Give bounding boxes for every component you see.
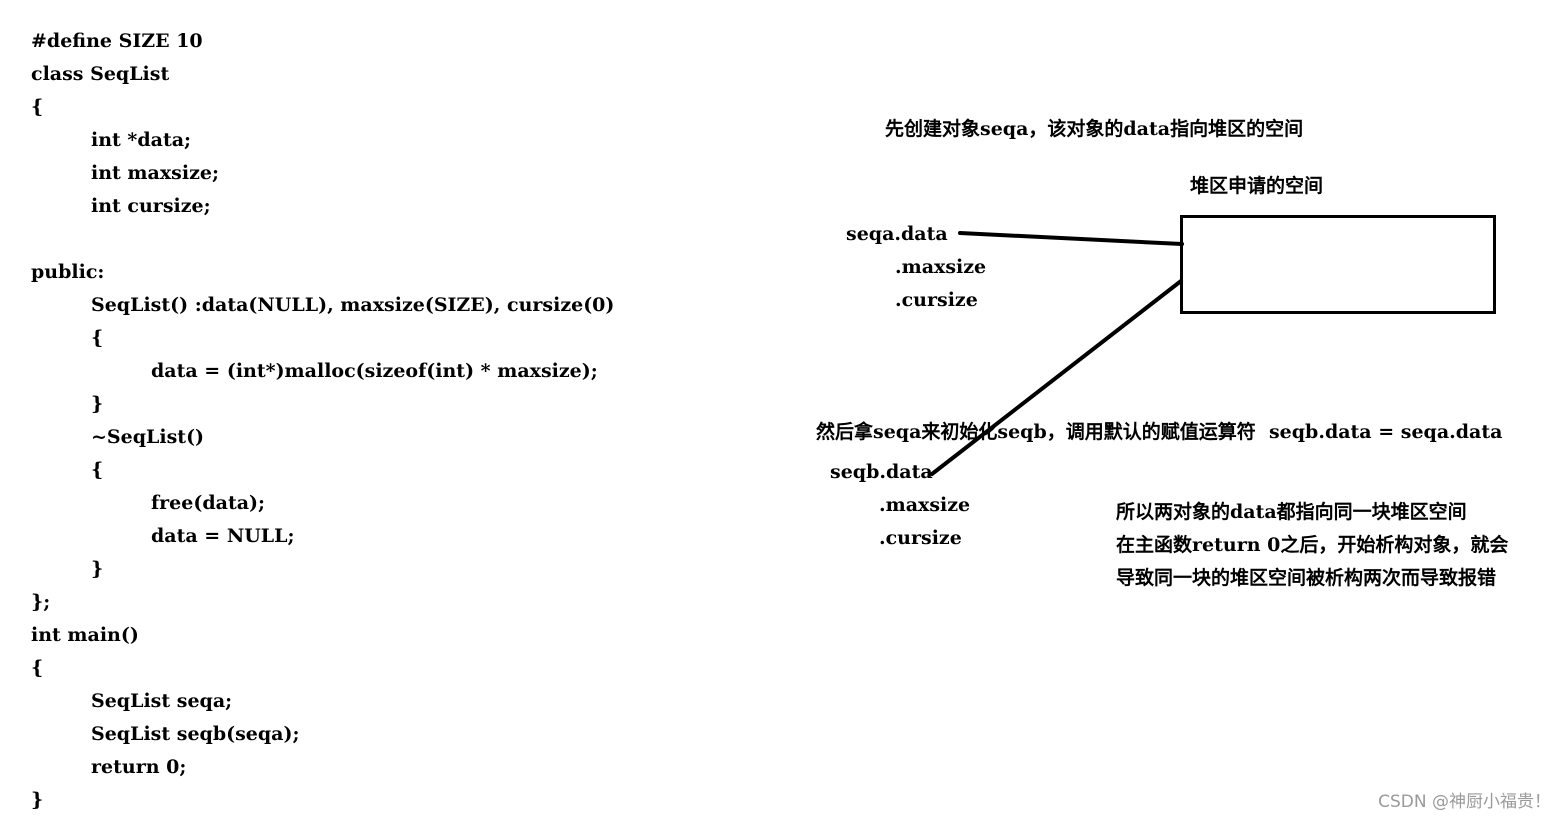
heap-space-label: 堆区申请的空间	[1190, 175, 1324, 197]
code-line: SeqList seqa;	[91, 690, 233, 712]
code-line: SeqList() :data(NULL), maxsize(SIZE), cu…	[91, 294, 615, 316]
code-line: };	[31, 591, 51, 613]
code-line: free(data);	[151, 492, 266, 514]
code-line: data = NULL;	[151, 525, 295, 547]
code-line: }	[91, 393, 104, 415]
seqa-pointer-line	[958, 231, 1184, 246]
code-line: {	[91, 327, 104, 349]
conclusion-line: 导致同一块的堆区空间被析构两次而导致报错	[1116, 567, 1497, 589]
code-line: int *data;	[91, 129, 192, 151]
seqa-maxsize-field: .maxsize	[895, 256, 987, 278]
code-line: public:	[31, 261, 105, 283]
seqb-maxsize-field: .maxsize	[879, 494, 971, 516]
conclusion-line: 所以两对象的data都指向同一块堆区空间	[1116, 501, 1467, 523]
code-line: #define SIZE 10	[31, 30, 203, 52]
seqb-cursize-field: .cursize	[879, 527, 962, 549]
seqa-data-field: seqa.data	[846, 223, 948, 245]
code-line: class SeqList	[31, 63, 170, 85]
csdn-watermark: CSDN @神厨小福贵！	[1378, 792, 1551, 812]
code-line: return 0;	[91, 756, 187, 778]
code-line: }	[91, 558, 104, 580]
code-line: data = (int*)malloc(sizeof(int) * maxsiz…	[151, 360, 598, 382]
code-line: int main()	[31, 624, 139, 646]
conclusion-line: 在主函数return 0之后，开始析构对象，就会	[1116, 534, 1509, 556]
code-line: int maxsize;	[91, 162, 219, 184]
code-line: ~SeqList()	[91, 426, 205, 448]
code-line: int cursize;	[91, 195, 211, 217]
code-line: }	[31, 789, 44, 811]
caption-create-seqa: 先创建对象seqa，该对象的data指向堆区的空间	[885, 118, 1304, 140]
caption-copy-seqb: 然后拿seqa来初始化seqb，调用默认的赋值运算符 seqb.data = s…	[816, 421, 1503, 443]
heap-memory-box	[1180, 215, 1496, 314]
code-line: SeqList seqb(seqa);	[91, 723, 300, 745]
seqb-data-field: seqb.data	[830, 461, 933, 483]
code-line: {	[91, 459, 104, 481]
code-line: {	[31, 96, 44, 118]
code-line: {	[31, 657, 44, 679]
seqa-cursize-field: .cursize	[895, 289, 978, 311]
